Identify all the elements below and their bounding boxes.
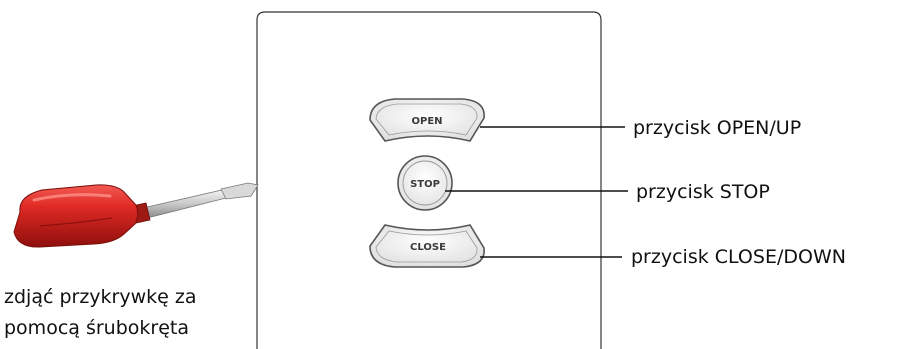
caption-line-2: pomocą śrubokręta <box>4 317 189 339</box>
open-button-label: OPEN <box>411 116 442 127</box>
close-button-label: CLOSE <box>410 242 446 253</box>
close-down-callout: przycisk CLOSE/DOWN <box>631 246 846 268</box>
caption-line-1: zdjąć przykrywkę za <box>4 286 197 308</box>
close-button-shape: CLOSE <box>369 224 485 268</box>
open-up-callout: przycisk OPEN/UP <box>633 117 802 139</box>
stop-callout: przycisk STOP <box>636 181 770 203</box>
screwdriver-icon <box>13 182 259 248</box>
open-button-shape: OPEN <box>369 98 485 142</box>
stop-button-label: STOP <box>410 179 440 190</box>
stop-button-shape: STOP <box>397 155 453 211</box>
